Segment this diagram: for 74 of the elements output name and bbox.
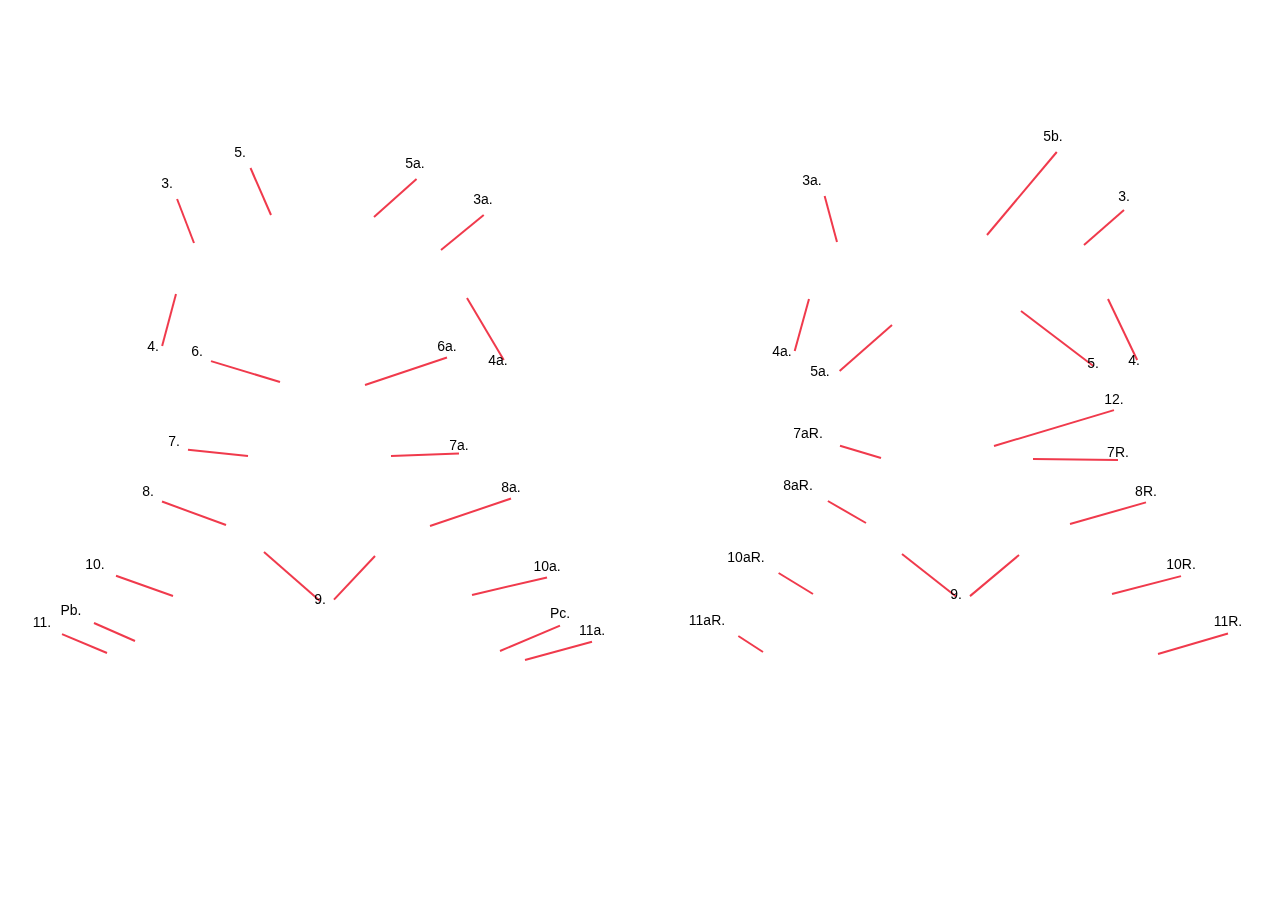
callout-label: 11R. [1212,613,1244,629]
leader-line [364,356,448,386]
callout-label: 4. [1127,352,1141,368]
leader-line [793,298,810,352]
leader-line [839,444,882,459]
callout-label: 5a. [809,363,831,379]
callout-label: 6a. [436,338,458,354]
leader-line [61,633,108,654]
callout-label: 7aR. [792,425,824,441]
leader-line [823,195,838,243]
callout-label: 5. [1086,355,1100,371]
leader-line [440,214,485,251]
callout-label: 7. [167,433,181,449]
callout-label: 7a. [448,437,470,453]
callout-label: 4. [146,338,160,354]
leader-line [333,555,376,601]
callout-label: 11aR. [687,612,727,628]
callout-label: 11a. [577,622,607,638]
callout-label: 7R. [1106,444,1130,460]
callout-label: 9. [313,591,327,607]
callout-label: 3a. [801,172,823,188]
callout-label: 3. [1117,188,1131,204]
callout-label: 10. [84,556,106,572]
callout-label: 10R. [1165,556,1197,572]
callout-label: 9. [949,586,963,602]
leader-line [471,576,548,596]
callout-label: 8R. [1134,483,1158,499]
leader-line [737,635,764,653]
leader-line [838,324,893,372]
leader-line [993,409,1115,447]
leader-line [466,297,505,361]
callout-label: 5a. [404,155,426,171]
callout-label: 4a. [487,352,509,368]
leader-line [1069,501,1147,525]
leader-line [263,551,321,602]
leader-line [1157,632,1229,655]
callout-label: 10a. [532,558,562,574]
callout-label: 3. [160,175,174,191]
leader-line [1107,298,1139,361]
leader-line [176,198,195,244]
leader-line [161,293,177,347]
callout-label: 11. [31,614,53,630]
leader-line [115,574,174,597]
callout-label: 5b. [1042,128,1064,144]
leader-line [249,167,272,216]
leader-line [826,500,867,524]
callout-label: 8aR. [782,477,814,493]
leader-line [969,554,1020,598]
callout-label: 8. [141,483,155,499]
callout-label: 3a. [472,191,494,207]
leader-line [986,151,1058,236]
leader-line [499,624,561,652]
leader-line [1020,310,1094,367]
callout-label: 12. [1103,391,1125,407]
leader-line [1032,458,1119,461]
leader-line [187,448,249,457]
leader-line [373,178,418,218]
leader-line [1111,575,1182,595]
callout-label: Pb. [59,602,83,618]
leader-line [93,622,136,642]
callout-label: Pc. [548,605,572,621]
leader-line [1083,209,1125,246]
callout-label: 10aR. [726,549,766,565]
callout-label: 5. [233,144,247,160]
callout-label: 8a. [500,479,522,495]
leader-line [524,640,593,661]
callout-label: 6. [190,343,204,359]
callout-label: 4a. [771,343,793,359]
leader-line [161,500,227,526]
leader-line [210,360,281,383]
leader-line [429,497,512,527]
leader-line [390,452,460,457]
leader-line [777,572,814,595]
leader-line [901,553,957,598]
